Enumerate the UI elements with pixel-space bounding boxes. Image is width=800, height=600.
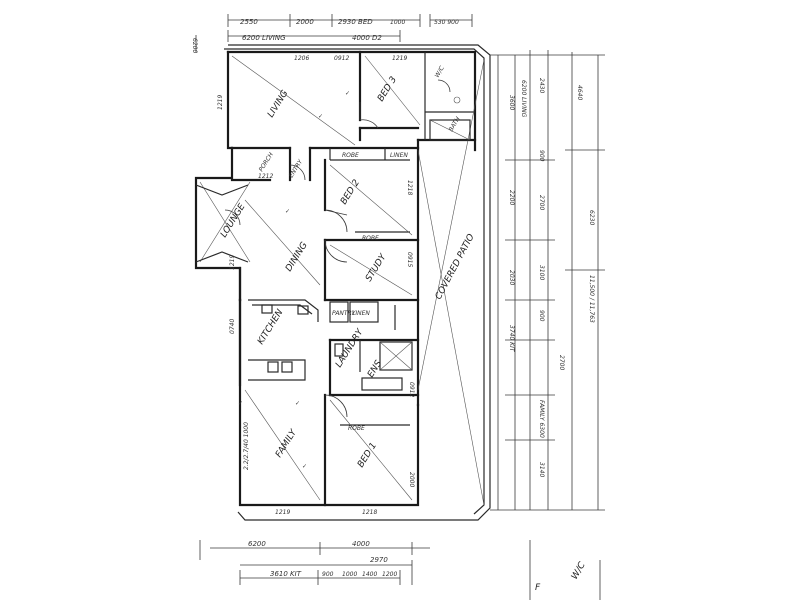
dim-side-v22: 2030 [508,270,515,285]
dim-side-v24: 6230 [588,210,595,225]
external-walls [194,50,477,507]
dim-side-v20: 3100 [538,265,545,280]
svg-text:✓: ✓ [345,90,350,97]
corner-note-a: W/C [570,560,588,581]
dim-bot-c: 6200 [248,540,266,548]
dim-top-mid: 2930 BED [338,18,373,26]
dim-side-v30: 3140 [538,462,545,477]
dim-side-v25: 11,500 / 11,763 [588,275,595,323]
dim-side-v8: 0915 [406,252,413,267]
dim-top-right: 530 900 [434,19,459,26]
label-lounge: LOUNGE [219,202,248,240]
dim-side-v15: 3600 [508,95,515,110]
dim-side-v29: 900 [538,310,545,322]
dim-bot-h: 1000 [342,571,357,578]
dim-top-small-b: 0912 [334,55,349,62]
fixture-marks: ✓ ✓ ✓ ✓ ✓ ✓ [238,90,471,470]
dim-top-second-left: 6200 LIVING [242,34,286,42]
label-linen-mid: LINEN [352,310,370,317]
label-robe-bot: ROBE [348,425,365,432]
internal-walls [230,50,475,507]
svg-text:✓: ✓ [285,208,290,215]
svg-text:✓: ✓ [302,463,307,470]
dim-side-v16: 6200 LIVING [520,80,527,118]
label-bed2: BED 2 [339,178,362,207]
label-dining: DINING [284,241,310,274]
label-wc: W/C [434,64,447,79]
label-ens: ENS [366,359,384,380]
label-covered-patio: COVERED PATIO [434,233,477,302]
label-robe-top: ROBE [342,152,359,159]
eave-line [224,44,491,521]
dim-bot-a: 1219 [275,509,290,516]
door-swings [224,79,451,418]
top-dimension-lines [195,14,473,52]
dim-side-v2: 1219 [217,95,224,110]
dim-side-v18: 2200 [508,190,515,205]
dim-bot-e: 2970 [370,556,388,564]
dim-side-v4: 1219 [229,255,236,270]
dim-bot-d: 4000 [352,540,370,548]
dim-bot-g: 900 [322,571,334,578]
dim-bot-i: 1400 [362,571,377,578]
label-family: FAMILY [274,427,300,460]
dim-top-small-c: 1219 [392,55,407,62]
label-pantry: PANTRY [332,310,357,317]
dim-side-v23: 4640 [576,85,583,100]
label-bed3: BED 3 [376,75,399,104]
dim-side-v26: 3740 KIT [508,325,515,353]
dim-top-small-a: 1206 [294,55,309,62]
room-diagonals [195,55,485,506]
bottom-dimension-lines [199,540,601,600]
label-porch: PORCH [258,151,275,173]
svg-text:✓: ✓ [318,113,323,120]
dim-top-second-right: 4000 D2 [352,34,382,42]
dim-bot-f: 3610 KIT [270,570,302,578]
svg-text:✓: ✓ [295,400,300,407]
dim-side-v9: 1218 [406,180,413,195]
svg-text:✓: ✓ [238,400,243,407]
corner-note-b: F [535,583,541,593]
dim-side-v17: 2430 [538,78,545,93]
dim-side-v21: 2700 [538,195,545,210]
dim-side-v14: 2000 [408,472,415,487]
right-dimension-lines [490,50,605,511]
dim-top-left-b: 2000 [296,18,314,26]
label-robe-mid: ROBE [362,235,379,242]
label-laundry: LAUNDRY [334,326,366,369]
dim-side-v10: 0740 [229,319,236,334]
dim-side-v28: 2700 [558,355,565,370]
dim-side-v3: 1212 [258,173,273,180]
dim-side-v19: 900 [538,150,545,162]
dim-top-mid-b: 1000 [390,19,405,26]
label-bath: BATH [448,115,462,133]
dim-top-left-a: 2550 [240,18,258,26]
dim-side-v13: 0912 [408,382,415,397]
dim-bot-j: 1200 [382,571,397,578]
dim-left-v1: 2.2/2.7/40 1000 [243,422,250,470]
label-living: LIVING [266,89,290,120]
dim-side-v27: FAMILY 6300 [538,400,545,438]
label-linen-top: LINEN [390,152,408,159]
dim-side-v1: 6200 [191,38,198,53]
dim-bot-b: 1218 [362,509,377,516]
